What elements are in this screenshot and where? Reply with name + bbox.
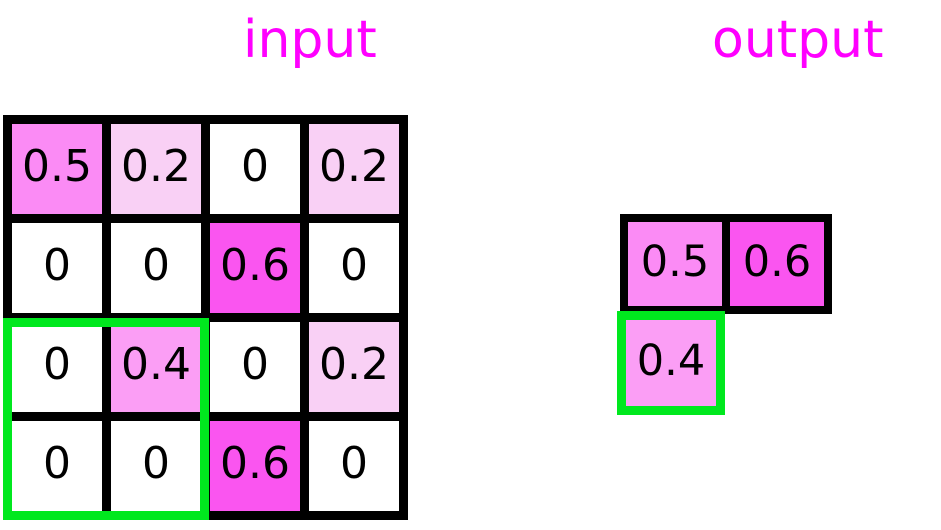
input-cell: 0 bbox=[309, 223, 399, 313]
cell-value: 0.4 bbox=[121, 339, 191, 390]
cell-value: 0 bbox=[43, 240, 71, 291]
cell-value: 0 bbox=[340, 240, 368, 291]
cell-value: 0.6 bbox=[220, 438, 290, 489]
output-cell: 0.6 bbox=[730, 222, 824, 306]
cell-value: 0.5 bbox=[640, 236, 710, 287]
input-cell: 0 bbox=[111, 421, 201, 511]
input-cell: 0 bbox=[210, 124, 300, 214]
input-cell: 0.6 bbox=[210, 421, 300, 511]
cell-value: 0.2 bbox=[319, 339, 389, 390]
input-cell: 0.5 bbox=[12, 124, 102, 214]
cell-value: 0 bbox=[43, 339, 71, 390]
output-grid-top-row: 0.6 0.5 bbox=[620, 214, 832, 314]
cell-value: 0.5 bbox=[22, 141, 92, 192]
input-grid: 0 0.6 0 0 0.2 0 0.4 0 0 0.6 0 0 0.2 0 0.2 0.5 bbox=[3, 115, 408, 520]
input-cell: 0.6 bbox=[210, 223, 300, 313]
cell-value: 0 bbox=[43, 438, 71, 489]
input-cell: 0 bbox=[12, 421, 102, 511]
input-cell: 0.2 bbox=[309, 124, 399, 214]
input-cell: 0 bbox=[12, 322, 102, 412]
input-cell: 0.2 bbox=[309, 322, 399, 412]
input-cell: 0 bbox=[309, 421, 399, 511]
output-cell: 0.5 bbox=[628, 222, 722, 306]
cell-value: 0 bbox=[241, 339, 269, 390]
input-cell: 0 bbox=[210, 322, 300, 412]
page-title-input: input bbox=[243, 10, 377, 70]
input-cell: 0 bbox=[12, 223, 102, 313]
cell-value: 0.2 bbox=[319, 141, 389, 192]
cell-value: 0 bbox=[340, 438, 368, 489]
output-grid-selected-cell: 0.4 bbox=[617, 311, 725, 415]
cell-value: 0.6 bbox=[220, 240, 290, 291]
input-cell: 0 bbox=[111, 223, 201, 313]
input-cell: 0.4 bbox=[111, 322, 201, 412]
output-cell-selected: 0.4 bbox=[626, 320, 716, 406]
page-title-output: output bbox=[712, 10, 884, 70]
cell-value: 0 bbox=[142, 438, 170, 489]
cell-value: 0 bbox=[142, 240, 170, 291]
cell-value: 0 bbox=[241, 141, 269, 192]
input-cell: 0.2 bbox=[111, 124, 201, 214]
cell-value: 0.2 bbox=[121, 141, 191, 192]
cell-value: 0.6 bbox=[742, 236, 812, 287]
cell-value: 0.4 bbox=[636, 335, 706, 386]
